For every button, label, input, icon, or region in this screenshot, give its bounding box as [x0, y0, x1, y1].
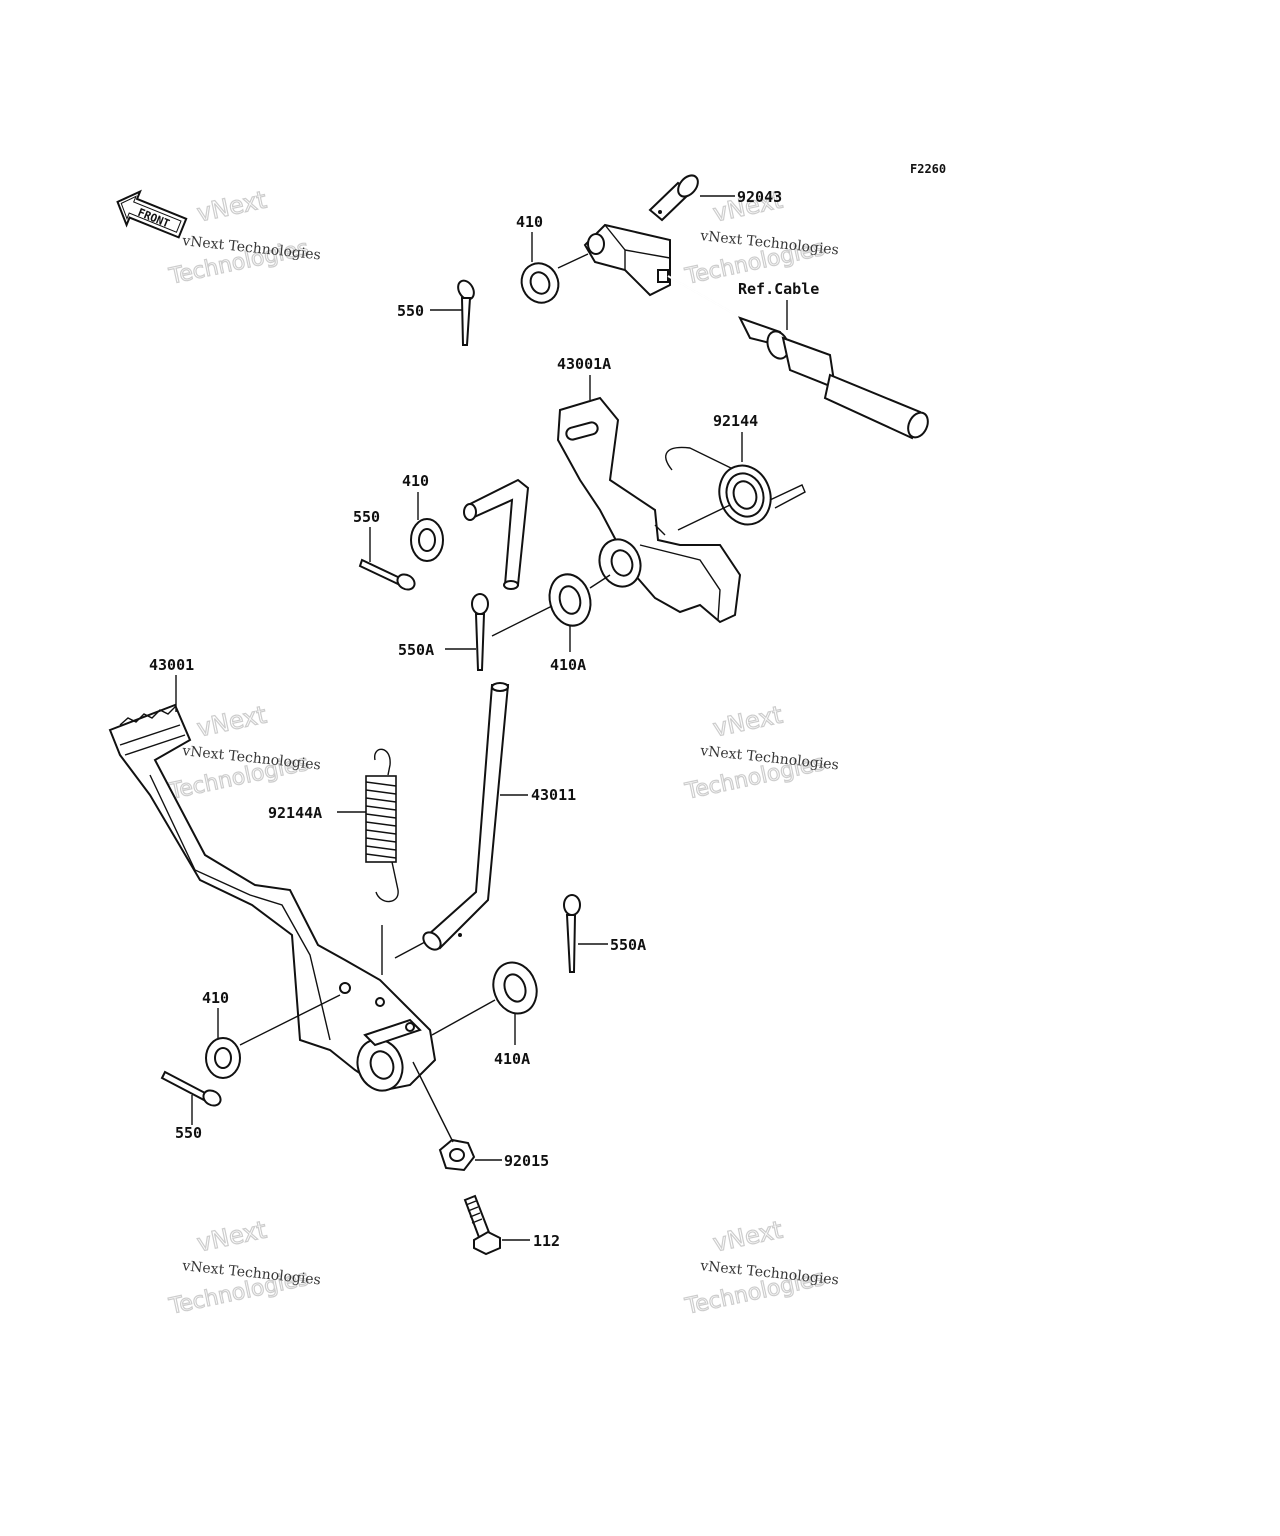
cable-clevis — [583, 223, 671, 297]
washer-410-top — [520, 262, 560, 304]
washer-410-low — [205, 1037, 241, 1079]
watermark: vNext Technologies vNext Technologies — [682, 1215, 840, 1320]
nut-92015 — [438, 1138, 476, 1172]
label-550A-mid: 550A — [398, 641, 434, 659]
cotter-pin-550-top — [457, 279, 475, 346]
rod-hook-end — [463, 478, 530, 590]
svg-text:vNext: vNext — [711, 701, 785, 743]
label-410A-mid: 410A — [550, 656, 586, 674]
brake-rod-43011 — [422, 682, 510, 951]
label-43011: 43011 — [531, 786, 576, 804]
washer-410A-mid — [548, 573, 592, 627]
label-550-low: 550 — [175, 1124, 202, 1142]
cotter-pin-550-mid — [358, 558, 416, 591]
svg-text:vNext: vNext — [711, 1216, 785, 1258]
label-ref-cable: Ref.Cable — [738, 280, 819, 298]
cotter-pin-550A-low — [563, 894, 581, 973]
front-arrow-icon: FRONT — [116, 189, 188, 239]
brake-pedal-43001 — [108, 703, 437, 1092]
diagram-code: F2260 — [910, 162, 946, 176]
cotter-pin-550-low — [160, 1070, 222, 1107]
label-92144A: 92144A — [268, 804, 322, 822]
label-92043: 92043 — [737, 188, 782, 206]
label-550A-low: 550A — [610, 936, 646, 954]
torsion-spring-92144 — [665, 446, 806, 526]
washer-410-mid — [410, 518, 444, 562]
label-92144: 92144 — [713, 412, 758, 430]
label-550-top: 550 — [397, 302, 424, 320]
label-410-low: 410 — [202, 989, 229, 1007]
label-43001: 43001 — [149, 656, 194, 674]
label-92015: 92015 — [504, 1152, 549, 1170]
watermark: vNext Technologies vNext Technologies — [682, 700, 840, 805]
watermark: vNext Technologies vNext Technologies — [166, 1215, 322, 1320]
cotter-pin-550A-mid — [471, 593, 489, 671]
clevis-pin-92043 — [648, 174, 699, 222]
bolt-112 — [463, 1194, 501, 1256]
washer-410A-low — [492, 961, 538, 1015]
return-spring-92144A — [365, 748, 399, 903]
label-43001A: 43001A — [557, 355, 611, 373]
svg-text:vNext: vNext — [195, 186, 269, 228]
svg-text:vNext: vNext — [195, 1216, 269, 1258]
watermark: vNext Technologies vNext Technologies — [166, 700, 322, 805]
brake-cable — [667, 275, 929, 440]
label-112: 112 — [533, 1232, 560, 1250]
label-410-mid: 410 — [402, 472, 429, 490]
label-550-mid: 550 — [353, 508, 380, 526]
label-410-top: 410 — [516, 213, 543, 231]
label-410A-low: 410A — [494, 1050, 530, 1068]
svg-text:vNext: vNext — [195, 701, 269, 743]
